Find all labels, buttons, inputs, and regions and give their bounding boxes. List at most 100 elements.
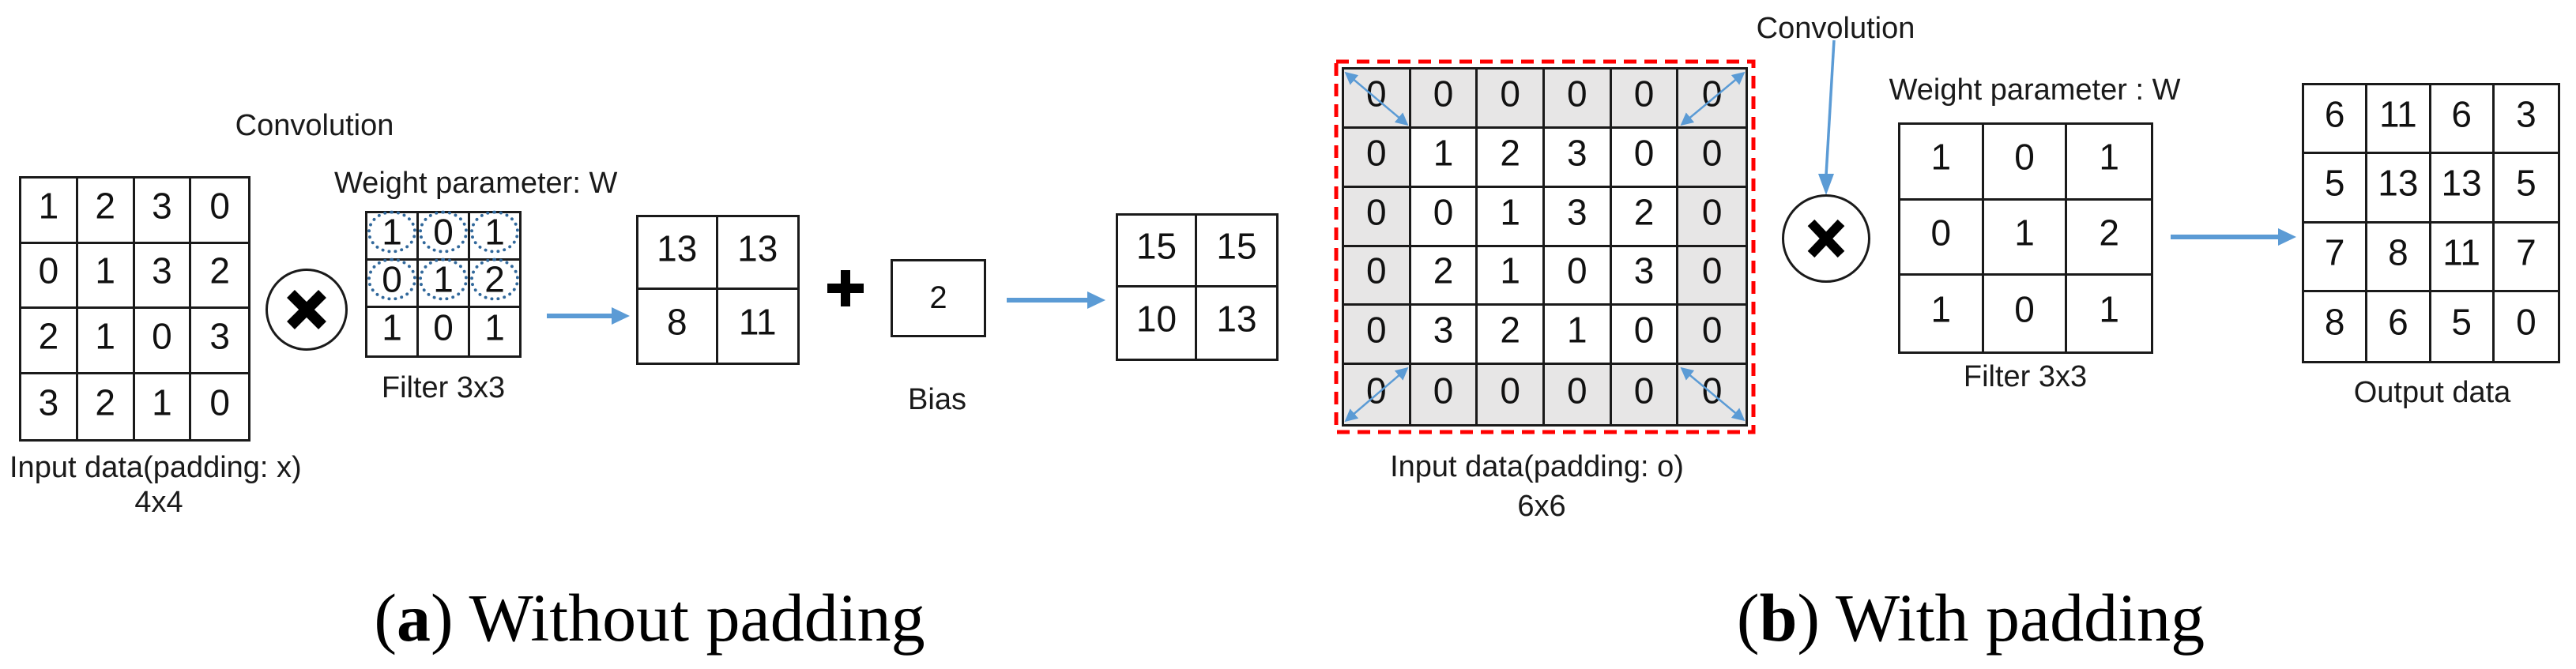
matrix-cell: 3 <box>134 243 192 309</box>
matrix-cell: 0 <box>1611 70 1679 129</box>
matrix-cell: 3 <box>191 309 248 374</box>
arrow-right-icon <box>2171 228 2296 246</box>
matrix-cell: 0 <box>1344 70 1411 129</box>
matrix-cell: 13 <box>1197 287 1276 359</box>
matrix-cell: 0 <box>2494 291 2558 361</box>
matrix-cell: 1 <box>367 210 419 261</box>
matrix-cell: 1 <box>2067 276 2151 351</box>
matrix-cell: 0 <box>1678 187 1746 247</box>
arrow-right-icon <box>547 307 630 325</box>
matrix-cell: 3 <box>1611 246 1679 306</box>
matrix-cell: 0 <box>1900 200 1984 276</box>
matrix-cell: 1 <box>1544 306 1612 366</box>
caption-b-letter: b <box>1759 580 1798 656</box>
matrix-cell: 1 <box>1410 128 1478 188</box>
matrix-cell: 0 <box>191 374 248 439</box>
matrix-cell: 0 <box>1983 276 2068 351</box>
matrix-cell: 1 <box>470 307 519 355</box>
arrow-right-icon <box>1007 291 1105 309</box>
convolution-label-a: Convolution <box>235 109 394 142</box>
matrix-cell: 3 <box>1544 128 1612 188</box>
matrix-cell: 0 <box>1544 365 1612 424</box>
matrix-cell: 6 <box>2367 291 2431 361</box>
bias-label: Bias <box>908 383 966 416</box>
matrix-cell: 1 <box>470 210 519 261</box>
matrix-cell: 3 <box>2494 85 2558 155</box>
matrix-cell: 2 <box>1410 246 1478 306</box>
matrix-cell: 0 <box>1678 70 1746 129</box>
matrix-cell: 1 <box>77 309 135 374</box>
matrix-cell: 0 <box>1344 187 1411 247</box>
matrix-cell: 1 <box>419 257 470 308</box>
matrix-cell: 1 <box>134 374 192 439</box>
matrix-cell: 2 <box>77 179 135 244</box>
matrix-cell: 1 <box>2067 125 2151 201</box>
matrix-cell: 11 <box>717 290 797 363</box>
matrix-cell: 8 <box>2367 223 2431 292</box>
matrix-cell: 0 <box>1678 128 1746 188</box>
matrix-cell: 0 <box>367 257 419 308</box>
matrix-cell: 0 <box>191 179 248 244</box>
matrix-cell: 8 <box>2304 291 2368 361</box>
matrix-cell: 10 <box>1118 287 1197 359</box>
caption-b: (b) With padding <box>1736 580 2205 656</box>
matrix-cell: 0 <box>419 210 470 261</box>
input-matrix-a-size-label: 4x4 <box>134 486 183 519</box>
weight-parameter-label-a: Weight parameter: W <box>334 167 618 200</box>
matrix-cell: 0 <box>1478 70 1545 129</box>
bias-value: 2 <box>929 280 947 315</box>
matrix-cell: 15 <box>1197 216 1276 288</box>
matrix-cell: 0 <box>1410 365 1478 424</box>
matrix-cell: 3 <box>1544 187 1612 247</box>
matrix-cell: 0 <box>1410 70 1478 129</box>
matrix-cell: 0 <box>1611 365 1679 424</box>
arrow-down-icon <box>1818 39 1836 195</box>
matrix-cell: 2 <box>77 374 135 439</box>
matrix-cell: 5 <box>2431 291 2495 361</box>
matrix-cell: 1 <box>1900 276 1984 351</box>
matrix-cell: 0 <box>21 243 78 309</box>
matrix-cell: 1 <box>21 179 78 244</box>
matrix-cell: 7 <box>2304 223 2368 292</box>
matrix-cell: 2 <box>21 309 78 374</box>
caption-a: (a) Without padding <box>374 580 925 656</box>
matrix-cell: 13 <box>2431 154 2495 224</box>
matrix-cell: 0 <box>1611 306 1679 366</box>
input-matrix-b-size-label: 6x6 <box>1517 490 1566 523</box>
matrix-cell: 13 <box>717 217 797 290</box>
matrix-cell: 2 <box>2067 200 2151 276</box>
matrix-cell: 0 <box>1983 125 2068 201</box>
matrix-cell: 2 <box>191 243 248 309</box>
matrix-cell: 11 <box>2367 85 2431 155</box>
filter-label-b: Filter 3x3 <box>1963 360 2088 393</box>
matrix-cell: 2 <box>1478 306 1545 366</box>
matrix-cell: 0 <box>419 307 470 355</box>
matrix-cell: 1 <box>367 307 419 355</box>
matrix-cell: 0 <box>1410 187 1478 247</box>
multiply-icon <box>287 290 326 329</box>
bias-box: 2 <box>891 259 986 337</box>
input-matrix-a-label: Input data(padding: x) <box>9 451 302 484</box>
matrix-cell: 0 <box>1678 246 1746 306</box>
matrix-cell: 0 <box>134 309 192 374</box>
matrix-cell: 0 <box>1611 128 1679 188</box>
matrix-cell: 0 <box>1478 365 1545 424</box>
output-label: Output data <box>2353 376 2511 409</box>
matrix-cell: 1 <box>1983 200 2068 276</box>
caption-a-letter: a <box>397 580 431 656</box>
matrix-cell: 8 <box>638 290 718 363</box>
matrix-cell: 2 <box>1478 128 1545 188</box>
convolution-label-b: Convolution <box>1756 12 1915 45</box>
matrix-cell: 0 <box>1344 306 1411 366</box>
matrix-cell: 0 <box>1678 365 1746 424</box>
matrix-cell: 0 <box>1544 246 1612 306</box>
matrix-cell: 7 <box>2494 223 2558 292</box>
filter-label-a: Filter 3x3 <box>381 371 506 404</box>
matrix-cell: 3 <box>21 374 78 439</box>
